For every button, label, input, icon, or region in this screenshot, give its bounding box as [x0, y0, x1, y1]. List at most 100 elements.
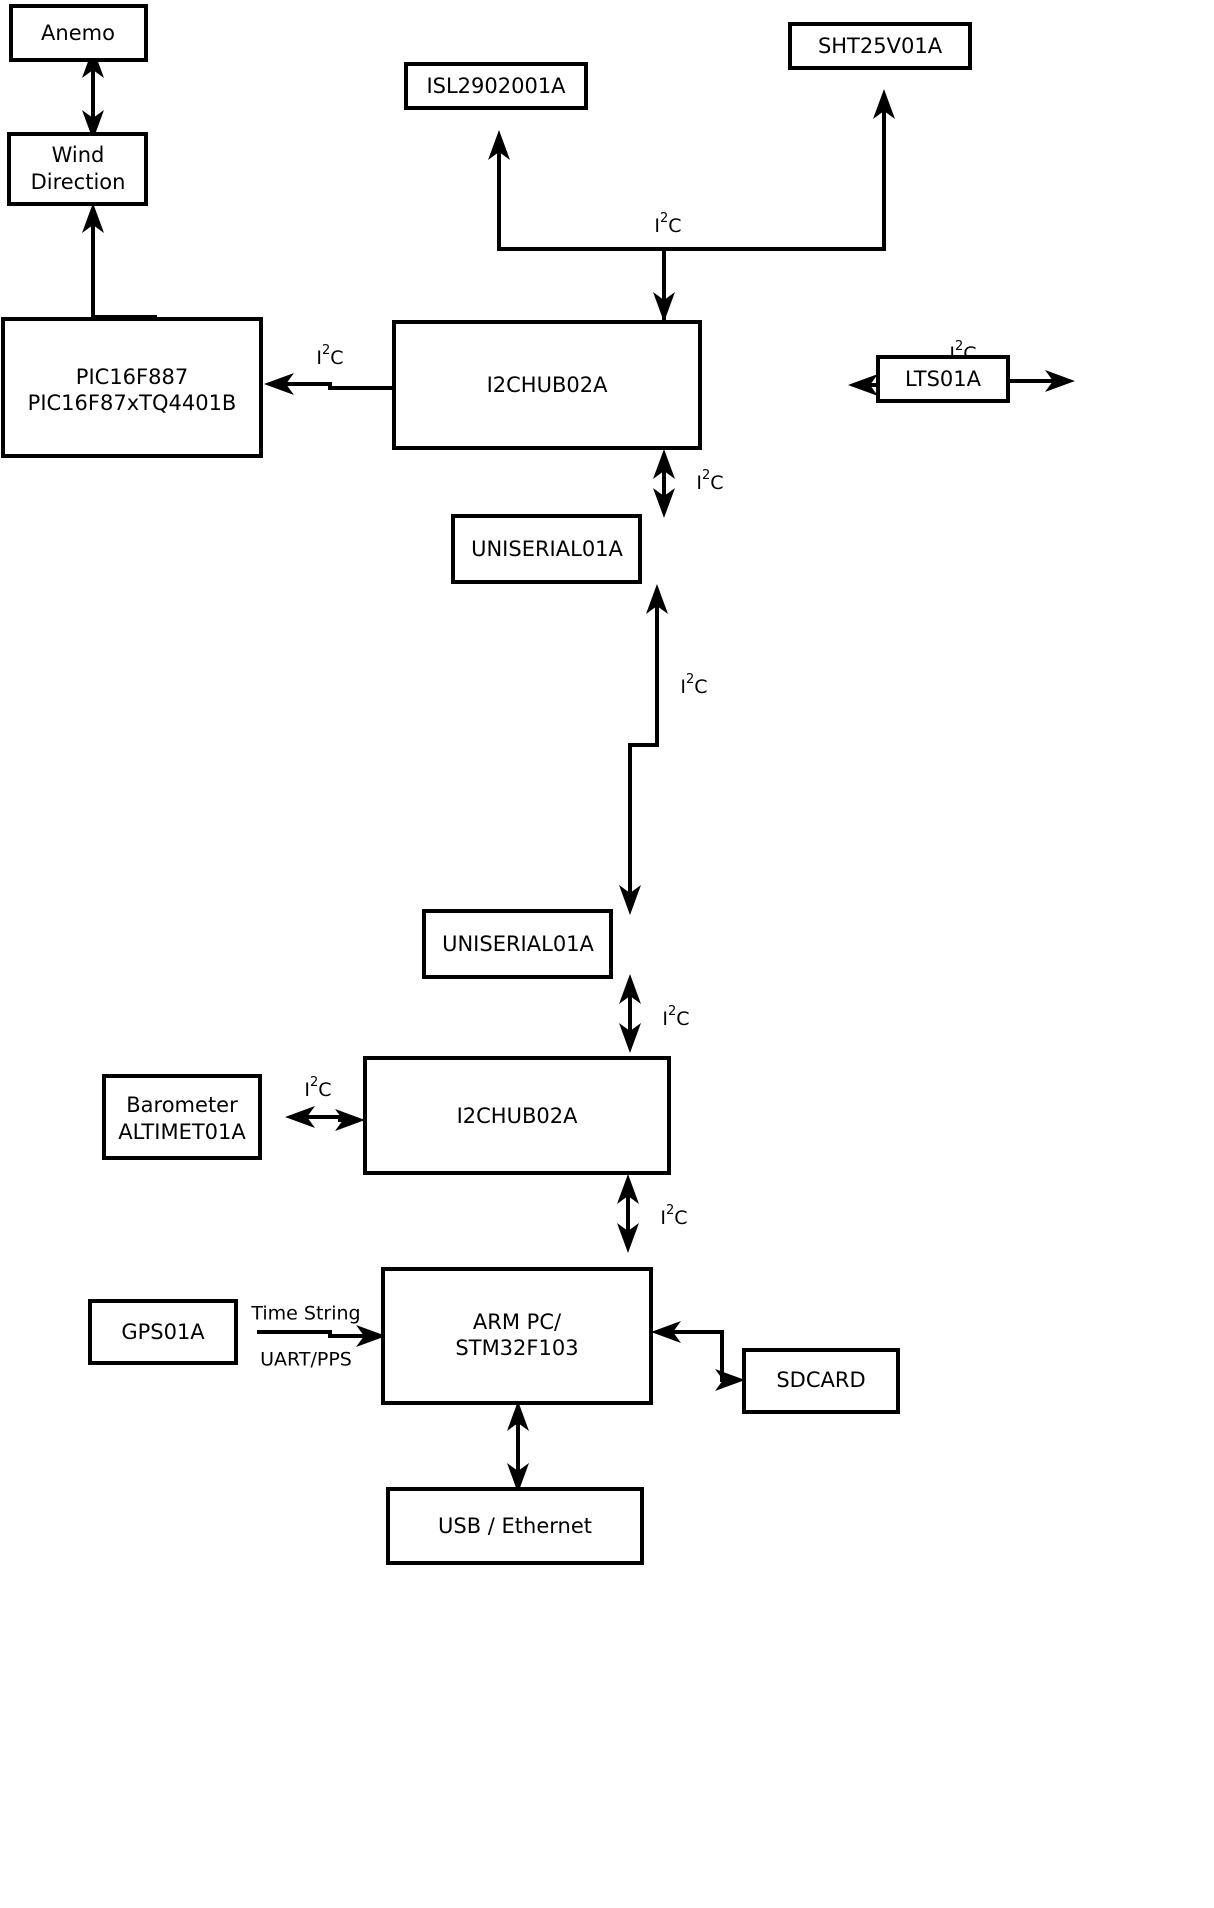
node-label-isl: ISL2902001A — [426, 74, 566, 98]
arrow-head-left — [264, 373, 294, 395]
edge-label-i2c-base: I — [654, 215, 660, 237]
edge-uniserial-link — [619, 584, 668, 915]
edge-label-i2c-superscript: 2 — [955, 339, 963, 354]
edge-label-i2c-tail: C — [330, 347, 343, 369]
edge-label-i2c-superscript: 2 — [322, 343, 330, 358]
node-label-sht: SHT25V01A — [818, 34, 943, 58]
node-label-barometer-line1: Barometer — [126, 1093, 238, 1117]
edge-label-pic-hub-i2c: I2C — [316, 343, 343, 369]
edge-hub-sht — [664, 89, 895, 251]
edge-label-i2c-tail: C — [676, 1008, 689, 1030]
edge-label-i2c-base: I — [662, 1008, 668, 1030]
arrow-head-right — [1045, 370, 1075, 392]
arrow-head-left — [651, 1321, 681, 1343]
arrow-head-right — [335, 1109, 365, 1131]
edge-label-i2c-superscript: 2 — [660, 211, 668, 226]
node-label-anemo: Anemo — [41, 21, 115, 45]
arrow-head-left — [848, 374, 878, 396]
edge-armpc-usbeth — [507, 1401, 529, 1493]
edge-label-i2c-superscript: 2 — [668, 1004, 676, 1019]
edge-hub-top-inbound — [653, 249, 675, 322]
node-uniserial01a-top[interactable]: UNISERIAL01A — [451, 514, 642, 584]
arrow-head-down — [653, 292, 675, 322]
node-barometer-altimet01a[interactable]: Barometer ALTIMET01A — [102, 1074, 262, 1160]
edge-label-i2c-tail: C — [668, 215, 681, 237]
edge-uniserial-hub-bottom — [619, 974, 641, 1053]
edge-label-i2c-tail: C — [710, 472, 723, 494]
node-label-sdcard: SDCARD — [776, 1368, 865, 1392]
arrow-head-up — [82, 48, 104, 78]
edge-label-uniserial-hub-i2c: I2C — [662, 1004, 689, 1030]
arrow-head-down — [617, 1223, 639, 1253]
edge-label-uart-pps: UART/PPS — [260, 1349, 352, 1371]
arrow-head-down — [619, 1023, 641, 1053]
edge-label-hub-top-i2c: I2C — [654, 211, 681, 237]
arrow-head-up — [646, 584, 668, 614]
node-label-uniserial-top: UNISERIAL01A — [471, 537, 623, 561]
node-label-hub-bottom: I2CHUB02A — [457, 1104, 579, 1128]
edge-label-hub-armpc-i2c: I2C — [660, 1203, 687, 1229]
arrow-head-up — [507, 1401, 529, 1431]
edge-wind-direction-anemo — [82, 48, 104, 140]
edge-label-i2c-tail: C — [674, 1207, 687, 1229]
edge-label-hub-uniserial-i2c: I2C — [696, 468, 723, 494]
edge-label-i2c-base: I — [680, 676, 686, 698]
arrow-head-right — [715, 1369, 745, 1391]
edge-label-i2c-tail: C — [318, 1079, 331, 1101]
node-lts01a[interactable]: LTS01A — [876, 355, 1010, 403]
node-uniserial01a-bottom[interactable]: UNISERIAL01A — [422, 909, 613, 979]
arrow-head-up — [873, 89, 895, 119]
node-wind-direction[interactable]: Wind Direction — [7, 132, 148, 206]
edge-label-barometer-hub-i2c: I2C — [304, 1075, 331, 1101]
arrow-head-right — [356, 1325, 386, 1347]
edge-label-uniserial-link-i2c: I2C — [680, 672, 707, 698]
node-usb-ethernet[interactable]: USB / Ethernet — [386, 1487, 644, 1565]
arrow-head-left — [285, 1106, 315, 1128]
edge-hub-uniserial-top — [653, 449, 675, 518]
node-label-pic-line1: PIC16F887 — [76, 365, 188, 389]
node-pic16f887[interactable]: PIC16F887 PIC16F87xTQ4401B — [1, 317, 263, 458]
arrow-head-down — [507, 1463, 529, 1493]
arrow-head-up — [488, 130, 510, 160]
edge-label-time-string: Time String — [250, 1303, 360, 1325]
node-label-wind-direction-line1: Wind — [52, 143, 105, 167]
edge-label-i2c-superscript: 2 — [666, 1203, 674, 1218]
arrow-head-up — [82, 203, 104, 233]
arrow-head-up — [617, 1174, 639, 1204]
node-label-armpc-line1: ARM PC/ — [473, 1310, 562, 1334]
node-label-wind-direction-line2: Direction — [31, 170, 126, 194]
edge-label-i2c-base: I — [660, 1207, 666, 1229]
node-label-lts: LTS01A — [905, 367, 982, 391]
node-isl2902001a[interactable]: ISL2902001A — [404, 62, 588, 110]
edge-hub-isl — [488, 130, 666, 320]
edge-label-i2c-base: I — [949, 343, 955, 365]
node-arm-pc-stm32f103[interactable]: ARM PC/ STM32F103 — [381, 1267, 653, 1405]
node-label-uniserial-bottom: UNISERIAL01A — [442, 932, 594, 956]
arrow-head-up — [653, 449, 675, 479]
edge-barometer-hub-bottom — [285, 1106, 365, 1131]
node-anemo[interactable]: Anemo — [9, 4, 148, 62]
edge-label-i2c-superscript: 2 — [686, 672, 694, 687]
node-label-gps: GPS01A — [121, 1320, 205, 1344]
node-i2chub02a-top[interactable]: I2CHUB02A — [392, 320, 702, 450]
edge-label-i2c-superscript: 2 — [310, 1075, 318, 1090]
edge-hub-bottom-armpc — [617, 1174, 639, 1253]
node-label-usbeth: USB / Ethernet — [438, 1514, 592, 1538]
node-label-hub-top: I2CHUB02A — [487, 373, 609, 397]
edge-armpc-sdcard — [651, 1321, 745, 1391]
arrow-head-down — [82, 110, 104, 140]
node-sdcard[interactable]: SDCARD — [742, 1348, 900, 1414]
node-sht25v01a[interactable]: SHT25V01A — [788, 22, 972, 70]
arrow-head-down — [653, 488, 675, 518]
node-label-armpc-line2: STM32F103 — [455, 1336, 578, 1360]
node-gps01a[interactable]: GPS01A — [88, 1299, 238, 1365]
node-i2chub02a-bottom[interactable]: I2CHUB02A — [363, 1056, 671, 1175]
node-label-pic-line2: PIC16F87xTQ4401B — [28, 391, 237, 415]
edge-label-i2c-base: I — [304, 1079, 310, 1101]
edge-gps-armpc — [257, 1325, 386, 1347]
arrow-head-down — [619, 885, 641, 915]
node-label-barometer-line2: ALTIMET01A — [118, 1120, 246, 1144]
arrow-head-up — [619, 974, 641, 1004]
